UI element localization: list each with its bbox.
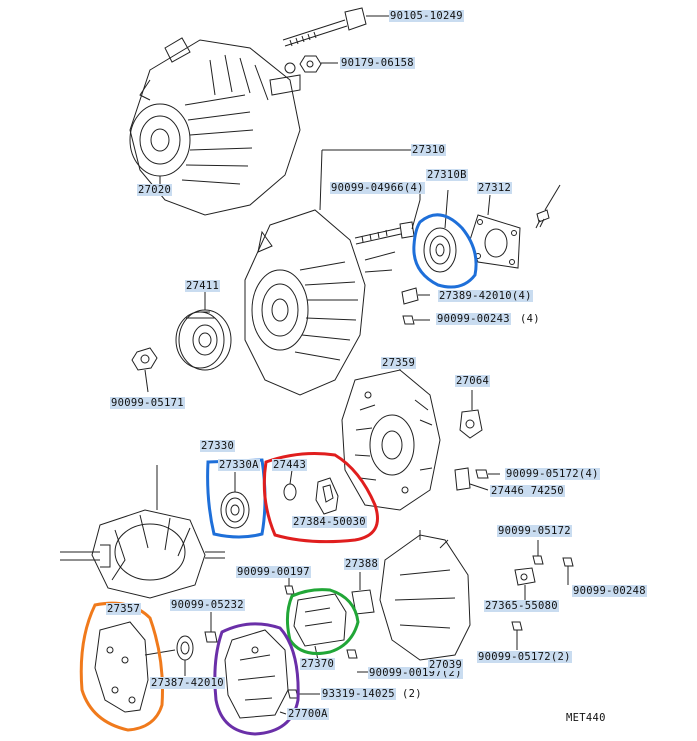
label-screw-05232: 90099-05232	[170, 599, 245, 611]
label-pulley: 27411	[185, 280, 221, 292]
label-screw-05172-4: 90099-05172(4)	[505, 468, 600, 480]
label-bearing-27310b: 27310B	[426, 169, 468, 181]
screw-14025-drawing	[287, 689, 320, 699]
label-screw-14025: 93319-14025	[321, 688, 396, 700]
label-plate-27384: 27384-50030	[292, 516, 367, 528]
screw-05232-drawing	[204, 612, 218, 643]
rotor-drawing	[60, 465, 225, 599]
screw-00197-2-drawing	[346, 649, 368, 673]
label-nut-top: 90179-06158	[340, 57, 415, 69]
purple-highlight-27700a	[213, 622, 300, 736]
pulley-nut-drawing	[131, 347, 158, 393]
label-bolt-top: 90105-10249	[389, 10, 464, 22]
long-bolt-drawing	[282, 7, 395, 47]
ring-27443-drawing	[283, 469, 297, 501]
bracket-27389-drawing	[401, 287, 430, 305]
label-ring-27443: 27443	[272, 459, 308, 471]
retainer-plate-drawing	[469, 194, 521, 269]
label-rear-cover-27039: 27039	[428, 659, 464, 671]
cover-27064-drawing	[459, 390, 483, 439]
label-screw-00197: 90099-00197	[236, 566, 311, 578]
label-drive-end-group: 27310	[411, 144, 447, 156]
label-bearing-27387: 27387-42010	[150, 677, 225, 689]
bearing-27330a-drawing	[220, 472, 250, 529]
through-bolt-drawing	[354, 192, 421, 245]
bearing-27387-drawing	[176, 635, 194, 676]
label-nut-pulley: 90099-05171	[110, 397, 185, 409]
screw-00243-drawing	[402, 315, 430, 325]
screw-00195-drawing	[535, 184, 561, 229]
label-holder-27700a: 27700A	[287, 708, 329, 720]
label-retainer-27312: 27312	[477, 182, 513, 194]
rectifier-27357-drawing	[94, 621, 176, 713]
label-screw-05172: 90099-05172	[497, 525, 572, 537]
label-rear-frame: 27359	[381, 357, 417, 369]
part-27388-drawing	[351, 572, 375, 615]
diagram-code: MET440	[566, 712, 606, 724]
red-highlight-27384	[262, 452, 379, 544]
orange-highlight-27357	[79, 601, 164, 732]
regulator-27700a-drawing	[224, 629, 289, 719]
label-bracket-27389: 27389-42010(4)	[438, 290, 533, 302]
green-highlight-27370	[285, 588, 360, 655]
top-nut-drawing	[299, 55, 338, 73]
blue-highlight-27310b	[412, 213, 478, 289]
label-brush-holder-27388: 27388	[344, 558, 380, 570]
label-rotor-group: 27330	[200, 440, 236, 452]
label-bolt-through: 90099-04966(4)	[330, 182, 425, 194]
label-rectifier-27357: 27357	[106, 603, 142, 615]
label-screw-00243-qty: (4)	[520, 313, 540, 325]
screw-05172-2-drawing	[511, 621, 523, 650]
pulley-drawing	[175, 292, 232, 371]
label-bearing-27330a: 27330A	[218, 459, 260, 471]
label-screw-00248: 90099-00248	[572, 585, 647, 597]
label-screw-05172-2: 90099-05172(2)	[477, 651, 572, 663]
plate-27384-drawing	[315, 477, 339, 515]
screw-05172-drawing	[532, 540, 544, 565]
terminal-27365-drawing	[514, 567, 536, 600]
label-screw-00243: 90099-00243	[436, 313, 511, 325]
label-terminal-27365: 27365-55080	[484, 600, 559, 612]
bearing-27310b-drawing	[423, 189, 457, 273]
screw-05172-4-drawing	[475, 469, 500, 479]
label-alternator-assy: 27020	[137, 184, 173, 196]
insulator-27446-drawing	[454, 467, 489, 491]
rear-cover-drawing	[379, 530, 471, 666]
rear-frame-drawing	[341, 360, 441, 511]
label-regulator-27370: 27370	[300, 658, 336, 670]
label-cover-27064: 27064	[455, 375, 491, 387]
label-screw-14025-qty: (2)	[402, 688, 422, 700]
screw-00248-drawing	[562, 557, 574, 585]
screw-00197-drawing	[284, 576, 295, 595]
label-insulator-27446: 27446 74250	[490, 485, 565, 497]
